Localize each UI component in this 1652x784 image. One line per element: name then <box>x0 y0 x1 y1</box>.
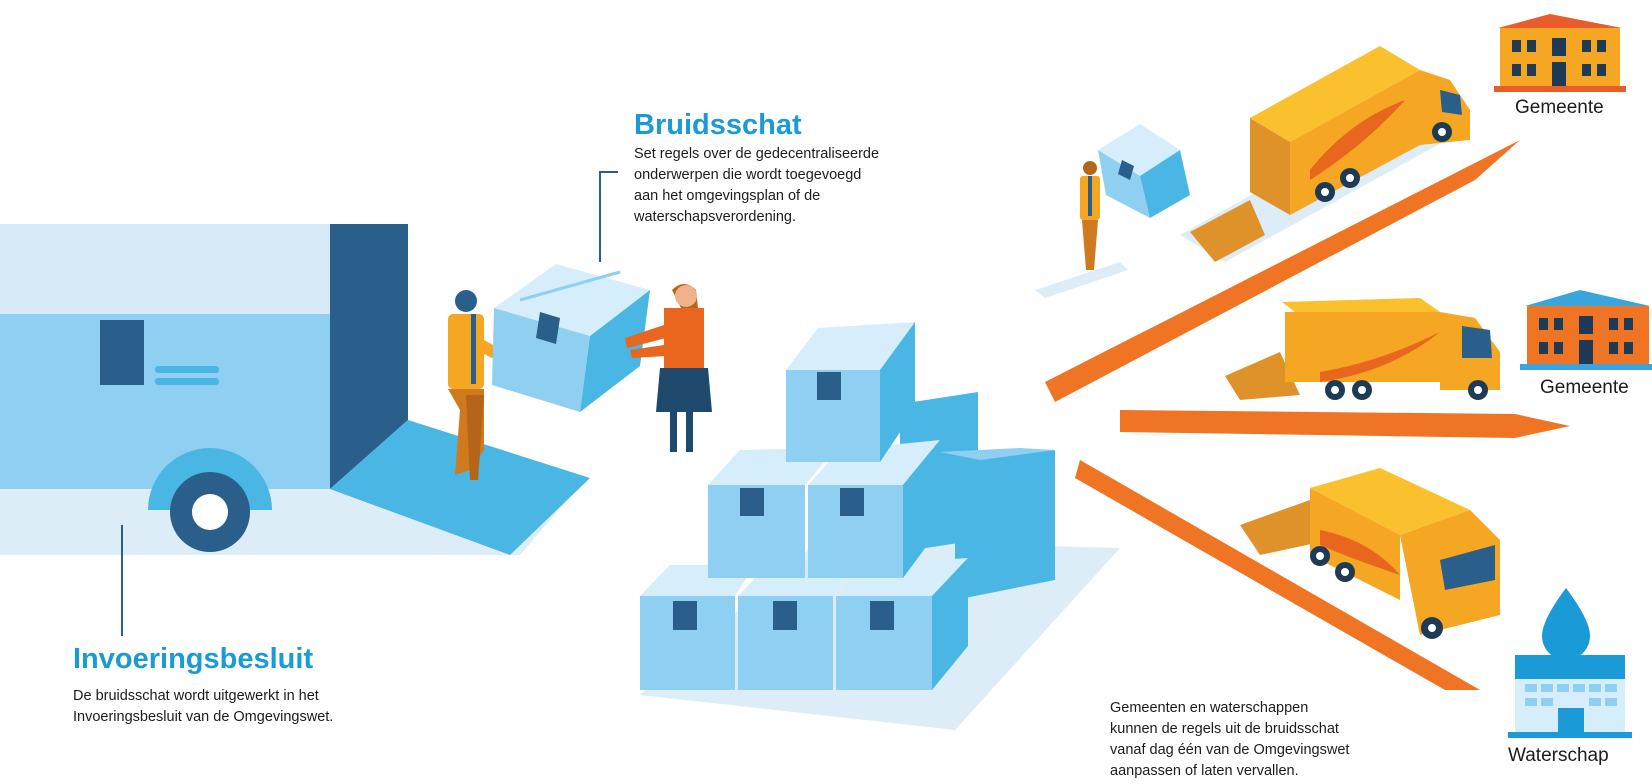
water-board-icon <box>1508 588 1632 738</box>
large-delivery-truck <box>0 224 590 555</box>
bruidsschat-pointer <box>599 171 618 262</box>
adjustment-note: Gemeenten en waterschappen kunnen de reg… <box>1110 700 1350 779</box>
arrow-to-gemeente-1 <box>1045 140 1520 402</box>
truck-to-gemeente-1 <box>1180 46 1470 262</box>
town-hall-icon <box>1520 290 1652 370</box>
worker-with-box <box>1035 124 1190 298</box>
town-hall-icon <box>1494 14 1626 92</box>
water-drop-icon <box>1542 588 1590 660</box>
truck-to-gemeente-2 <box>1225 298 1500 400</box>
arrow-to-waterschap <box>1075 460 1480 690</box>
waterschap-label: Waterschap <box>1508 745 1609 766</box>
distribution-arrows <box>1045 140 1570 690</box>
gemeente-label-2: Gemeente <box>1540 377 1629 398</box>
bruidsschat-title: Bruidsschat <box>634 109 802 141</box>
invoeringsbesluit-description: De bruidsschat wordt uitgewerkt in het I… <box>73 688 334 725</box>
people-passing-box <box>448 264 712 480</box>
truck-to-waterschap <box>1240 468 1500 639</box>
bruidsschat-description: Set regels over de gedecentraliseerde on… <box>634 146 880 225</box>
box-stack <box>640 322 1120 730</box>
gemeente-label-1: Gemeente <box>1515 97 1604 118</box>
invoeringsbesluit-title: Invoeringsbesluit <box>73 643 314 675</box>
arrow-to-gemeente-2 <box>1120 410 1570 438</box>
